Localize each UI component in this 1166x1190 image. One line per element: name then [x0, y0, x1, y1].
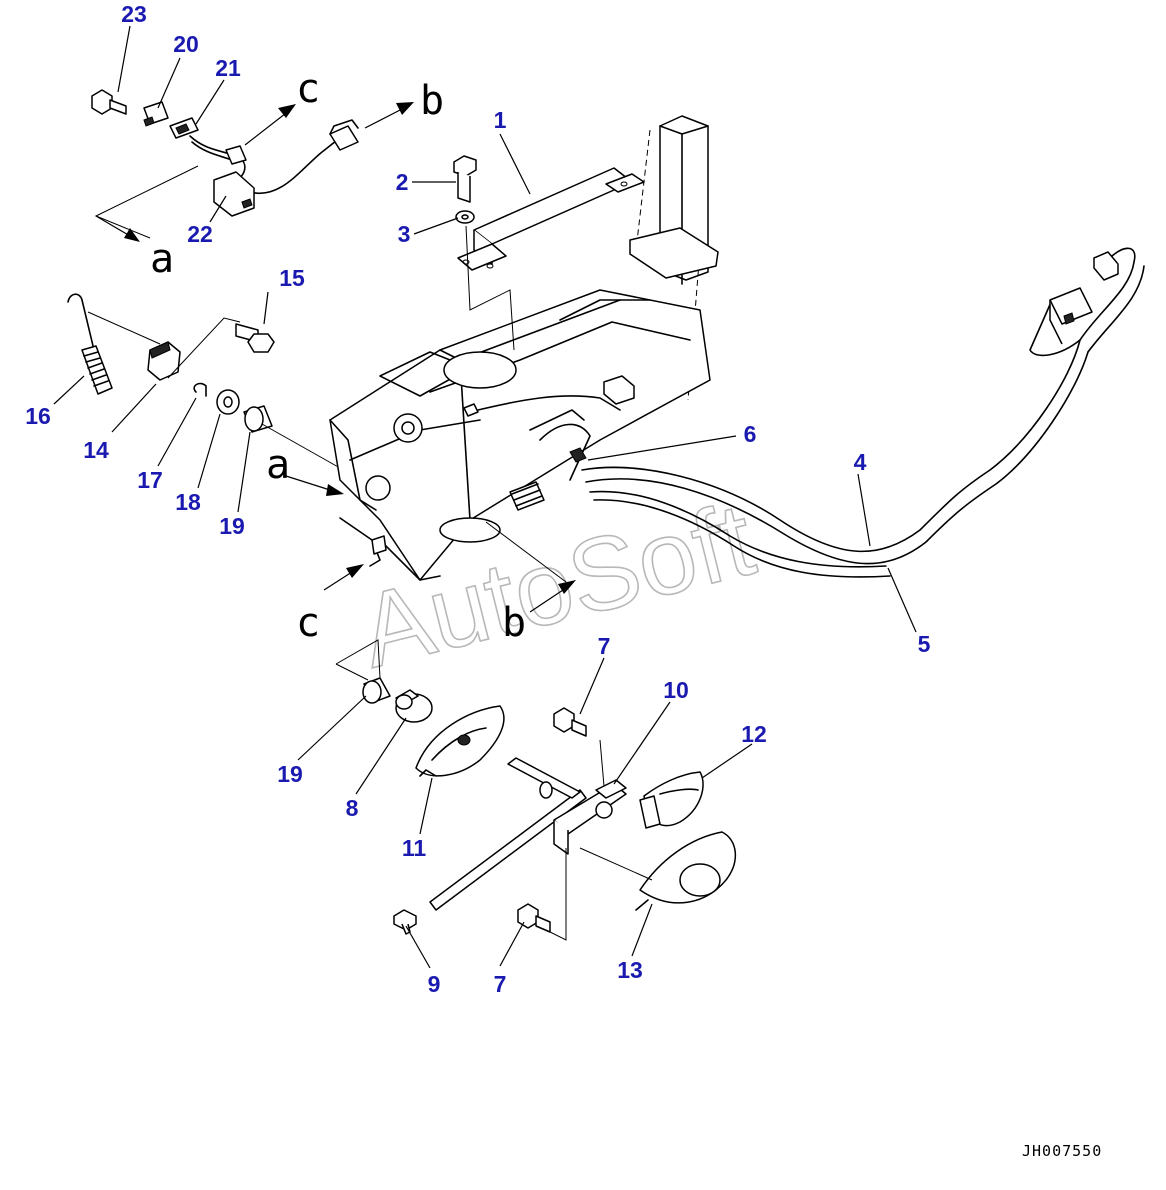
callout-16: 16 [25, 403, 51, 429]
callout-10: 10 [663, 677, 689, 703]
bolt-23 [91, 89, 127, 115]
bushing-19-upper [243, 405, 273, 433]
construction-lines-lower [335, 639, 653, 941]
callout-2: 2 [396, 169, 409, 195]
callout-23: 23 [121, 1, 147, 27]
construction-lines-left [87, 311, 341, 469]
callout-20: 20 [173, 31, 199, 57]
bolt-2 [453, 155, 477, 203]
callout-leaders [53, 25, 917, 969]
cover-11 [415, 705, 505, 777]
shaft-10 [429, 757, 627, 911]
callout-3: 3 [398, 221, 411, 247]
callout-1: 1 [494, 107, 507, 133]
callout-9: 9 [428, 971, 441, 997]
callout-7-upper: 7 [598, 633, 611, 659]
bolt-15 [235, 323, 275, 353]
harness-4-cable-5 [581, 247, 1145, 578]
view-letters: c b a a c b [150, 66, 526, 646]
cover-13 [635, 831, 736, 911]
connector-22 [213, 171, 255, 217]
view-letter-c-top: c [296, 66, 320, 112]
spring-16 [67, 293, 113, 395]
view-arrows-top [95, 102, 414, 242]
construction-lines-1 [465, 225, 515, 351]
bracket-14 [147, 341, 181, 381]
wiring-subassembly-view-a [91, 89, 359, 239]
callout-8: 8 [346, 795, 359, 821]
callout-6: 6 [744, 421, 757, 447]
washer-3 [455, 210, 475, 224]
callout-19-upper: 19 [219, 513, 245, 539]
callout-22: 22 [187, 221, 213, 247]
bushing-19-lower [362, 677, 391, 704]
bracket-1 [457, 167, 645, 271]
drawing-code: JH007550 [1022, 1142, 1102, 1160]
view-letter-a-top: a [150, 236, 174, 282]
cover-12 [639, 771, 704, 829]
view-letter-a-lower: a [266, 442, 290, 488]
callout-18: 18 [175, 489, 201, 515]
bolt-7-lower [517, 903, 551, 933]
view-letter-b-top: b [420, 78, 444, 124]
clip-20 [143, 101, 169, 127]
main-frame [329, 115, 719, 581]
callout-21: 21 [215, 55, 241, 81]
bolt-7-upper [553, 707, 587, 737]
view-letter-b-lower: b [502, 600, 526, 646]
callout-numbers: 23 20 21 22 1 2 3 15 16 14 17 18 19 6 4 … [25, 1, 930, 997]
washer-18 [216, 389, 240, 415]
callout-17: 17 [137, 467, 163, 493]
callout-13: 13 [617, 957, 643, 983]
view-letter-c-lower: c [296, 600, 320, 646]
view-arrows-lower [285, 475, 576, 613]
harness-21 [169, 117, 359, 195]
pin-9 [393, 909, 417, 935]
bushing-8 [395, 689, 433, 723]
callout-4: 4 [854, 449, 867, 475]
callout-19-lower: 19 [277, 761, 303, 787]
callout-5: 5 [918, 631, 931, 657]
callout-12: 12 [741, 721, 767, 747]
callout-7-lower: 7 [494, 971, 507, 997]
callout-11: 11 [402, 835, 427, 861]
callout-15: 15 [279, 265, 305, 291]
pin-17 [193, 382, 207, 397]
callout-14: 14 [83, 437, 109, 463]
